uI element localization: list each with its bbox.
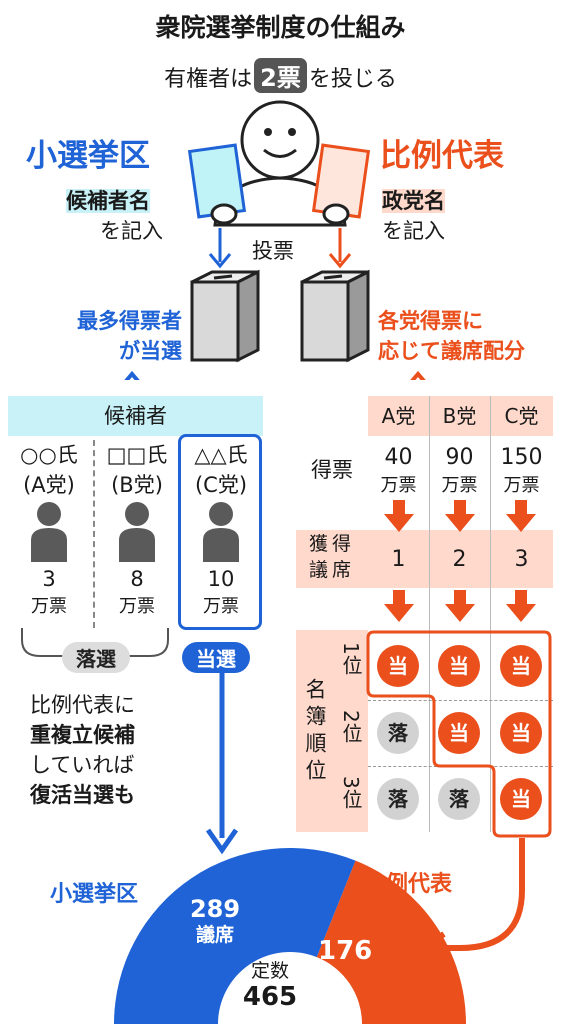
party-b-header: B党 — [442, 404, 477, 428]
smd-result-line1: 最多得票者 — [77, 309, 182, 333]
arrows-row1 — [384, 500, 536, 532]
arrow-down-icon — [384, 500, 414, 532]
candidate-party: (C党) — [194, 473, 248, 497]
subtitle-pre: 有権者は — [164, 67, 253, 92]
result-a-3: 落 — [377, 778, 419, 820]
candidate-c-votes: 10 万票 — [203, 567, 239, 617]
result-a-1: 当 — [377, 645, 419, 687]
ballot-box-left-icon — [190, 269, 260, 363]
candidate-name: ○○氏 — [20, 443, 78, 467]
votes-unit: 万票 — [380, 475, 417, 496]
candidates-header: 候補者 — [8, 396, 263, 436]
ballot-candidate-icon — [187, 143, 247, 225]
voter-illustration — [124, 100, 426, 380]
result-c-1: 当 — [500, 645, 542, 687]
pr-seats: 176 — [318, 936, 373, 966]
arrow-down-icon — [445, 500, 475, 532]
votes-row-label: 得票 — [311, 458, 353, 482]
lose-badge: 落選 — [62, 642, 130, 673]
candidate-party: (B党) — [111, 473, 163, 497]
rank-1: 1位 — [339, 642, 363, 675]
revival-line3: していれば — [30, 753, 135, 777]
revival-line1: 比例代表に — [30, 693, 135, 717]
lose-bracket — [21, 628, 169, 657]
subtitle-post: を投じる — [308, 67, 397, 92]
arrow-down-icon — [384, 590, 414, 622]
total-label: 定数 — [250, 960, 289, 982]
party-b-seats: 2 — [452, 547, 467, 572]
win-badge: 当選 — [182, 642, 250, 673]
pr-result-line1: 各党得票に — [378, 309, 483, 333]
pr-result-line2: 応じて議席配分 — [378, 339, 525, 363]
candidate-b-votes: 8 万票 — [119, 567, 155, 617]
rank-2: 2位 — [339, 710, 363, 743]
candidate-b: □□氏 (B党) — [96, 440, 178, 500]
person-icon — [203, 502, 239, 562]
candidate-name: △△氏 — [194, 443, 248, 467]
pr-rank-band — [296, 630, 368, 832]
result-b-2: 当 — [438, 712, 480, 754]
arrow-down-to-chamber-icon — [205, 670, 239, 855]
result-a-2: 落 — [377, 712, 419, 754]
party-c-seats: 3 — [514, 547, 529, 572]
revival-line2: 重複立候補 — [30, 723, 135, 747]
smd-result-line2: が当選 — [119, 339, 182, 363]
arrow-down-icon — [506, 590, 536, 622]
pr-seats-band — [296, 530, 553, 588]
write-instruction-right: を記入 — [382, 219, 445, 243]
candidate-a-votes: 3 万票 — [31, 567, 67, 617]
party-a-votes: 40 — [384, 445, 413, 470]
result-c-3: 当 — [500, 778, 542, 820]
person-icon — [31, 502, 67, 562]
summary-smd-label: 小選挙区 — [50, 882, 139, 907]
bracket-right — [410, 370, 426, 380]
seats-row-label: 獲得議席 — [308, 533, 355, 581]
party-c-header: C党 — [504, 404, 539, 428]
candidate-person-icons — [31, 502, 239, 562]
arrow-down-blue-icon — [208, 228, 232, 269]
seat-chart — [114, 848, 466, 1024]
ballot-box-right-icon — [300, 269, 370, 363]
result-b-3: 落 — [438, 778, 480, 820]
pr-seat-segment — [316, 860, 466, 1024]
winner-boundary — [366, 630, 552, 838]
candidate-name: □□氏 — [106, 443, 168, 467]
rank-3: 3位 — [339, 776, 363, 809]
party-a-header: A党 — [381, 404, 416, 428]
write-instruction-left: を記入 — [100, 219, 163, 243]
result-c-2: 当 — [500, 712, 542, 754]
write-party-name: 政党名 — [382, 189, 445, 213]
vote-label: 投票 — [252, 239, 294, 263]
party-a-seats: 1 — [391, 547, 406, 572]
page-title: 衆院選挙制度の仕組み — [155, 13, 406, 42]
pr-party-header-band — [368, 396, 553, 436]
party-b-votes: 90 — [445, 445, 474, 470]
write-candidate-name: 候補者名 — [66, 189, 150, 213]
rank-label: 名簿順位 — [303, 678, 327, 786]
arrow-down-icon — [506, 500, 536, 532]
candidate-a: ○○氏 (A党) — [8, 440, 90, 500]
revival-line4: 復活当選も — [30, 783, 135, 807]
two-votes-badge: 2票 — [254, 58, 307, 93]
total-seats: 465 — [242, 982, 298, 1012]
candidate-c: △△氏 (C党) — [180, 440, 262, 500]
party-c-votes: 150 — [500, 445, 543, 470]
smd-seat-segment — [114, 848, 356, 1024]
result-b-1: 当 — [438, 645, 480, 687]
arrows-row2 — [384, 590, 536, 622]
bracket-left — [124, 370, 140, 380]
ballot-party-icon — [311, 143, 371, 225]
arrow-down-icon — [445, 590, 475, 622]
voter-face — [240, 100, 320, 180]
smd-seats: 289 議席 — [189, 895, 241, 946]
person-icon — [119, 502, 155, 562]
votes-unit: 万票 — [503, 475, 540, 496]
votes-unit: 万票 — [441, 475, 478, 496]
winner-frame — [178, 434, 262, 630]
pr-header: 比例代表 — [380, 138, 504, 174]
arrow-down-orange-icon — [328, 228, 352, 269]
candidate-party: (A党) — [23, 473, 75, 497]
smd-header: 小選挙区 — [26, 138, 150, 174]
